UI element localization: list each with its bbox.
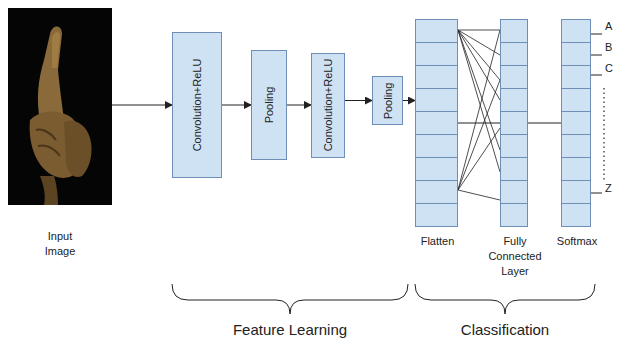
connector-arrow <box>345 100 372 101</box>
section-label: Classification <box>461 321 549 338</box>
class-label: A <box>605 20 612 32</box>
layer-box: Convolution+ReLU <box>172 32 222 178</box>
connector-arrow <box>458 123 500 124</box>
class-label: Z <box>605 182 612 194</box>
layer-label: Pooling <box>263 87 275 124</box>
layer-label: Flatten <box>408 234 468 249</box>
layer-label: Input Image <box>38 229 82 259</box>
hand-photo <box>8 8 112 205</box>
layer-box: Convolution+ReLU <box>311 53 345 158</box>
input-image: Input Image <box>8 8 112 205</box>
layer-column: Softmax <box>561 19 591 227</box>
connector-arrow <box>287 105 311 106</box>
dense-connections <box>458 30 500 200</box>
connector-arrow <box>528 123 561 124</box>
output-ticks <box>591 34 602 193</box>
brace <box>415 284 595 314</box>
connector-arrow <box>112 105 172 106</box>
section-label: Feature Learning <box>233 321 347 338</box>
layer-column: Flatten <box>415 19 458 227</box>
layer-box: Pooling <box>372 76 403 125</box>
class-label: C <box>605 62 613 74</box>
connector-arrow <box>222 105 251 106</box>
layer-label: Convolution+ReLU <box>191 59 203 152</box>
layer-label: Softmax <box>547 234 607 249</box>
layer-label: Convolution+ReLU <box>322 59 334 152</box>
class-label: B <box>605 41 612 53</box>
ellipsis-dots <box>603 88 604 180</box>
layer-column: Fully Connected Layer <box>500 19 528 227</box>
brace <box>172 284 408 314</box>
layer-label: Fully Connected Layer <box>486 234 544 279</box>
connector-arrow <box>403 100 415 101</box>
layer-box: Pooling <box>251 50 287 160</box>
layer-label: Pooling <box>382 82 394 119</box>
